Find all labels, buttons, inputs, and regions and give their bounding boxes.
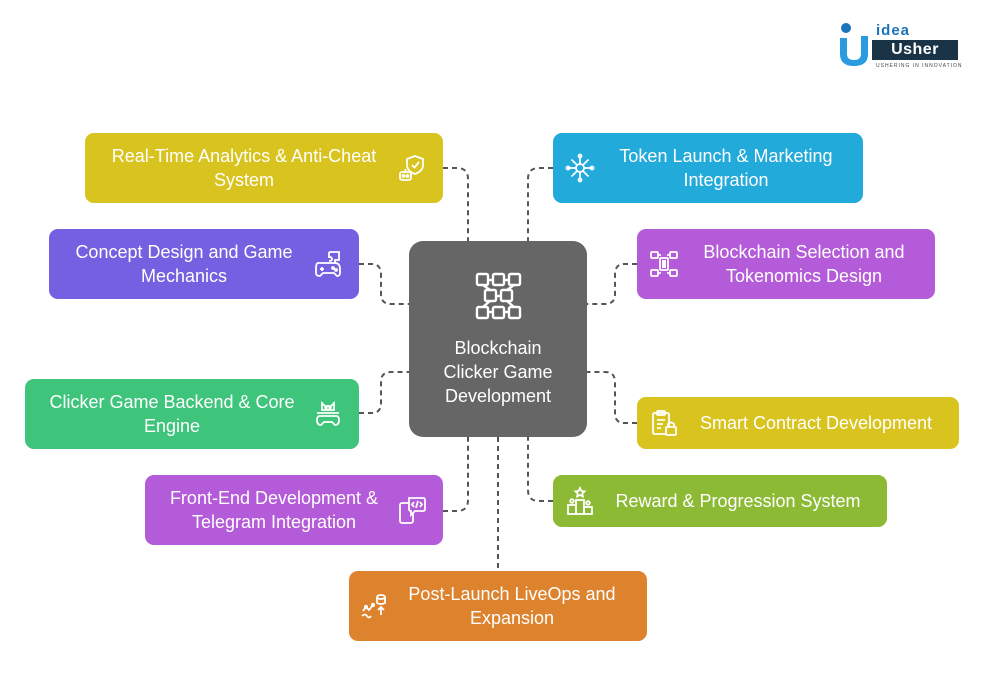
node-token-launch: Token Launch & Marketing Integration [553, 133, 863, 203]
connector-reward [527, 437, 553, 502]
connector-smartcontract [587, 371, 637, 424]
node-smart-contract: Smart Contract Development [637, 397, 959, 449]
node-clicker-backend: Clicker Game Backend & Core Engine [25, 379, 359, 449]
connector-concept [359, 263, 409, 305]
node-reward-progression: Reward & Progression System [553, 475, 887, 527]
growth-database-icon [357, 589, 391, 623]
connector-analytics [443, 167, 469, 241]
brand-logo: idea Usher USHERING IN INNOVATION [836, 22, 963, 72]
logo-word-usher: Usher [872, 40, 958, 60]
node-label: Smart Contract Development [699, 413, 933, 433]
node-blockchain-selection: Blockchain Selection and Tokenomics Desi… [637, 229, 935, 299]
central-topic-label: Blockchain Clicker Game Development [443, 338, 553, 406]
robot-shield-icon [395, 151, 429, 185]
building-blocks-icon [471, 270, 525, 330]
node-realtime-analytics: Real-Time Analytics & Anti-Cheat System [85, 133, 443, 203]
node-label: Post-Launch LiveOps and Expansion [408, 584, 616, 628]
logo-tagline: USHERING IN INNOVATION [876, 63, 963, 69]
node-label: Blockchain Selection and Tokenomics Desi… [703, 242, 905, 286]
node-label: Token Launch & Marketing Integration [619, 146, 833, 190]
contract-lock-icon [647, 406, 681, 440]
node-label: Reward & Progression System [615, 491, 861, 511]
logo-mark-icon [840, 23, 868, 66]
cat-controller-icon [311, 397, 345, 431]
connector-frontend [443, 437, 469, 512]
node-frontend-telegram: Front-End Development & Telegram Integra… [145, 475, 443, 545]
node-label: Real-Time Analytics & Anti-Cheat System [111, 146, 377, 190]
phone-code-icon [395, 493, 429, 527]
connector-backend [359, 371, 409, 414]
node-label: Clicker Game Backend & Core Engine [49, 392, 295, 436]
podium-star-icon [563, 484, 597, 518]
connector-token [527, 167, 553, 241]
bitcoin-chain-icon [647, 247, 681, 281]
node-post-launch-liveops: Post-Launch LiveOps and Expansion [349, 571, 647, 641]
node-label: Concept Design and Game Mechanics [75, 242, 293, 286]
connector-blockchain [587, 263, 637, 305]
node-label: Front-End Development & Telegram Integra… [169, 488, 379, 532]
snowflake-token-icon [563, 151, 597, 185]
central-topic: Blockchain Clicker Game Development [409, 241, 587, 437]
node-concept-design: Concept Design and Game Mechanics [49, 229, 359, 299]
logo-word-idea: idea [876, 22, 911, 39]
gamepad-puzzle-icon [311, 247, 345, 281]
